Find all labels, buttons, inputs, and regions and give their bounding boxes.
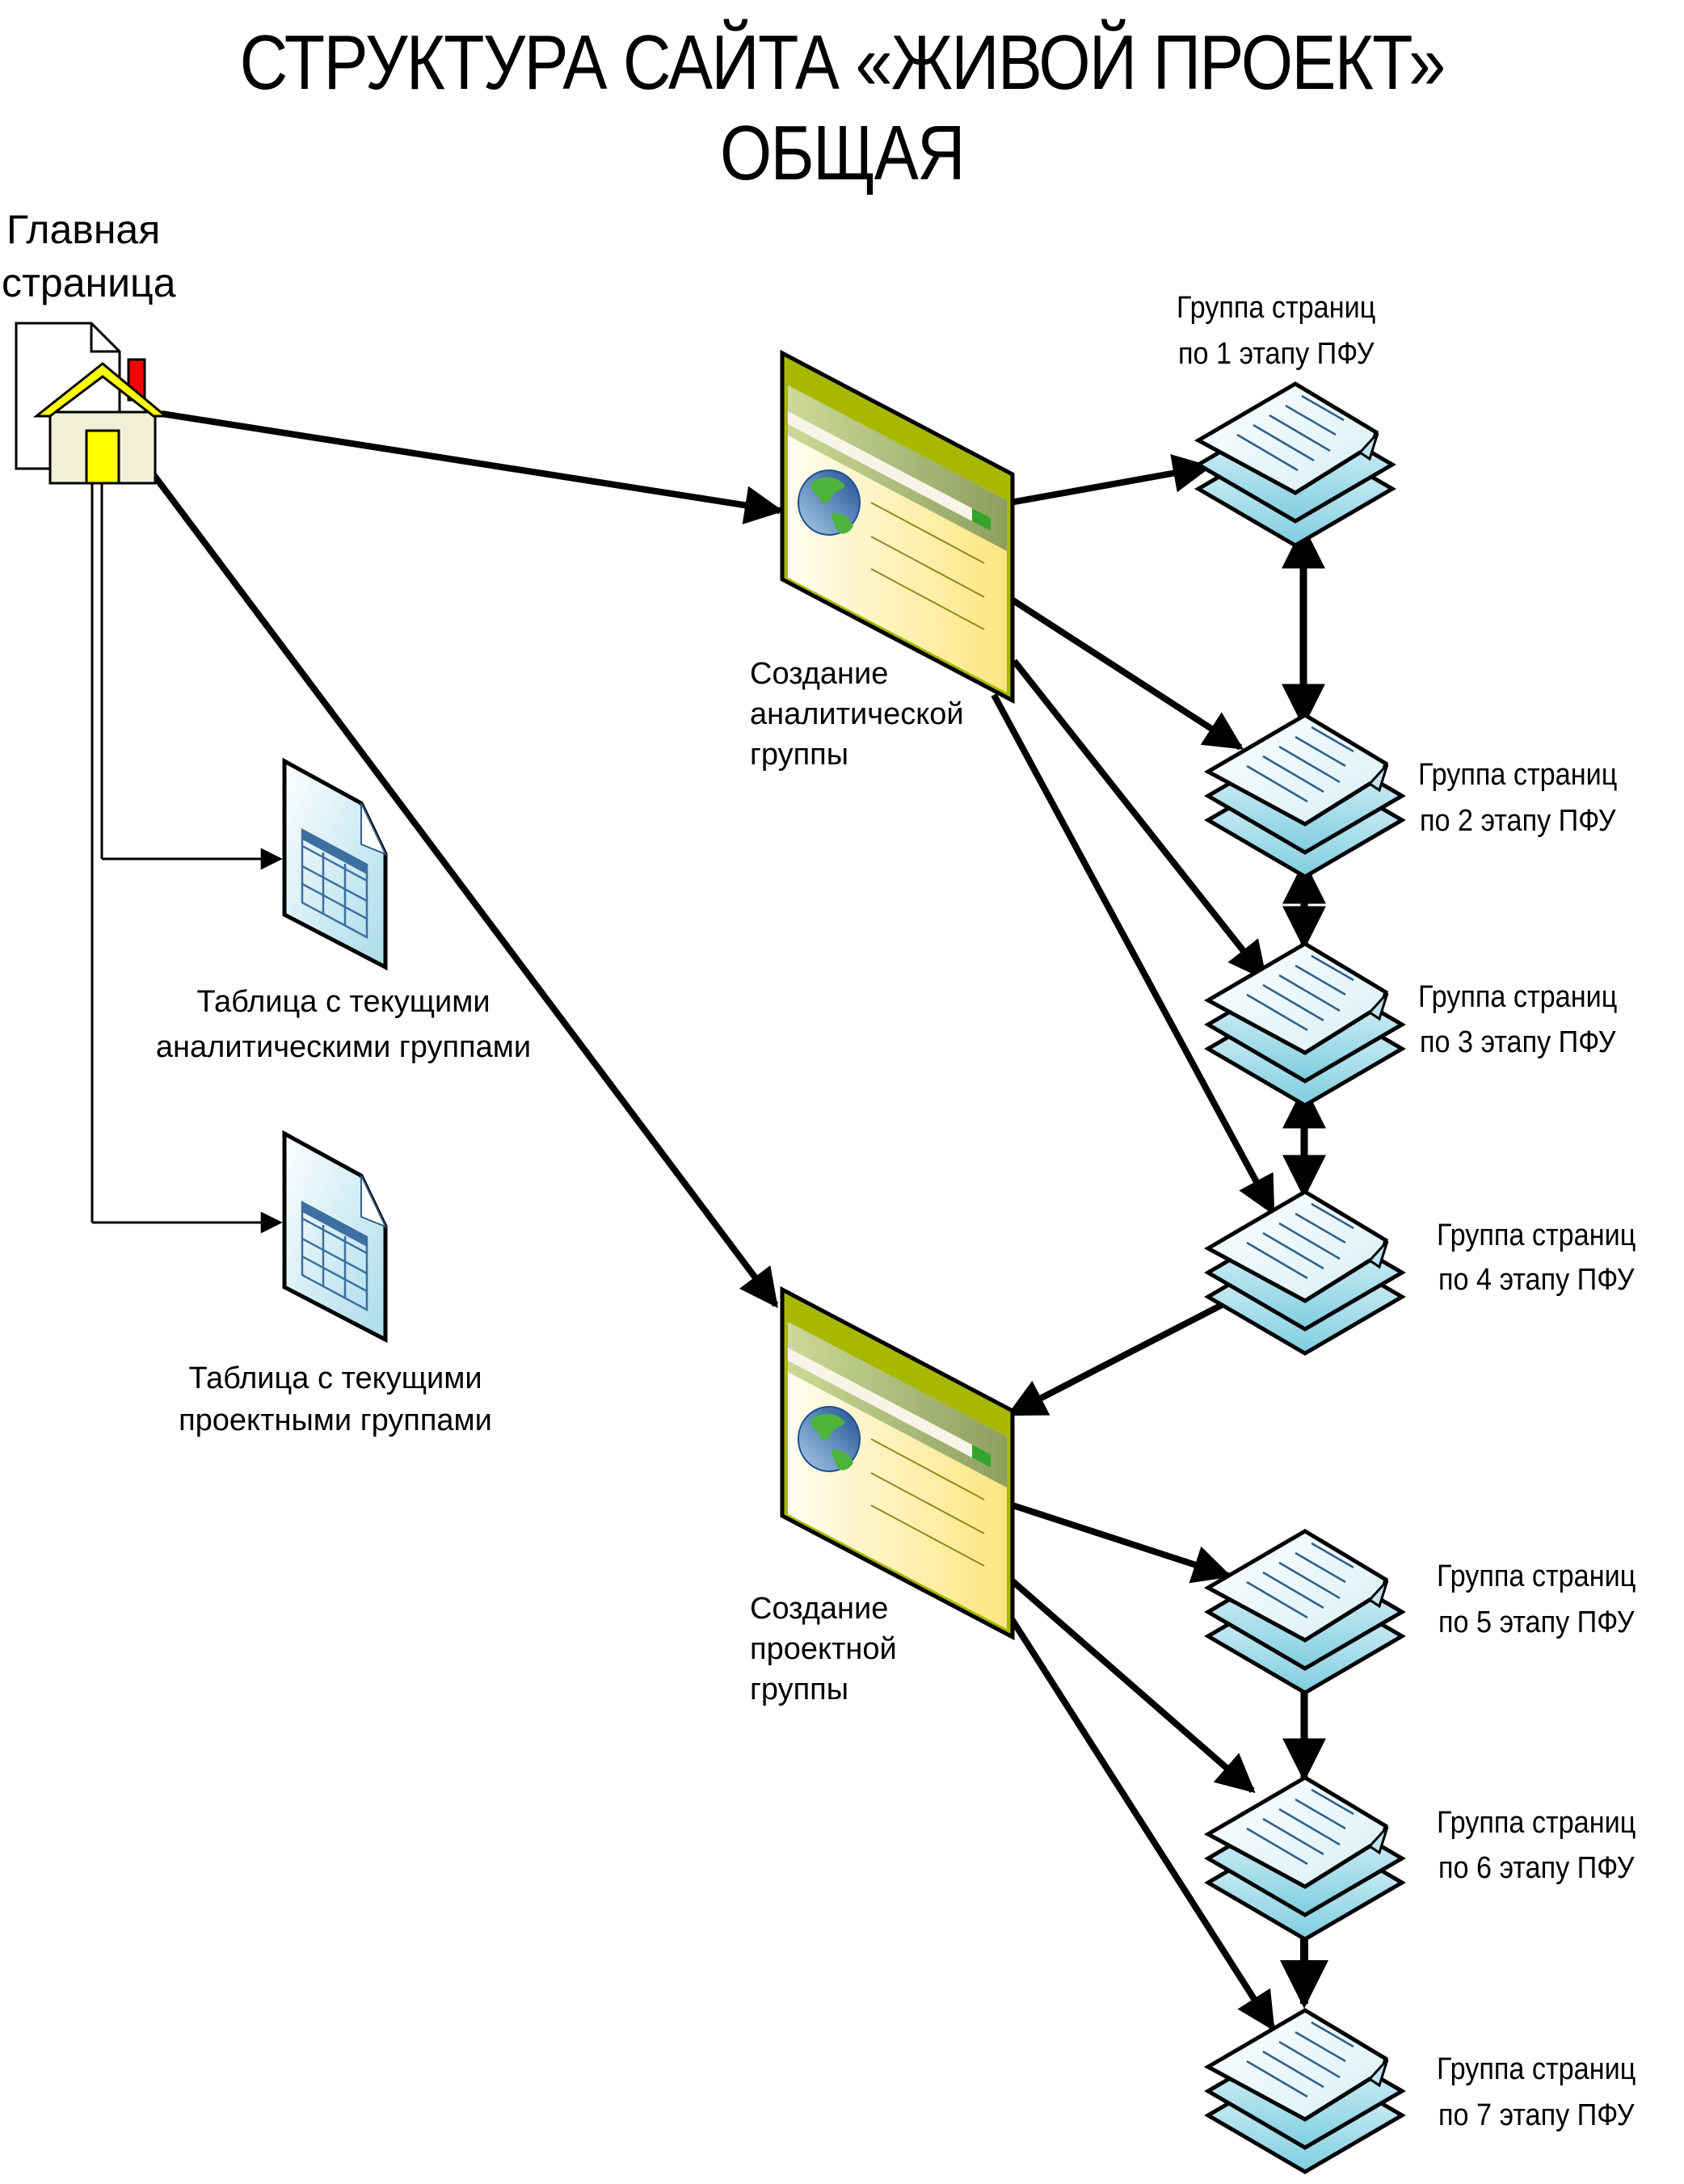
analytic-table-label-line-1: Таблица с текущими (196, 985, 490, 1019)
stage-6-pages-icon[interactable] (1208, 1778, 1402, 1939)
stage-5-label-line-1: Группа страниц (1437, 1559, 1636, 1593)
stage-7-pages-icon[interactable] (1208, 2010, 1402, 2172)
edge-analytic-stage1 (1009, 454, 1212, 506)
analytic-group-label-line-1: Создание (750, 657, 889, 691)
edge-project-stage7 (999, 1601, 1276, 2032)
stage-6-label-line-2: по 6 этапу ПФУ (1438, 1851, 1635, 1885)
house-roof-icon (32, 362, 170, 418)
stage-7-label-line-1: Группа страниц (1437, 2052, 1636, 2086)
project-group-web-page-icon[interactable] (782, 1290, 1013, 1637)
project-group-label-line-2: проектной (750, 1632, 897, 1666)
home-label-line-2: страница (2, 260, 176, 305)
stage-1-label-line-1: Группа страниц (1177, 291, 1376, 325)
stage-1-label-line-2: по 1 этапу ПФУ (1178, 337, 1375, 371)
analytic-group-web-page-icon[interactable] (782, 353, 1013, 701)
analytic-group-label-line-3: группы (750, 738, 849, 772)
stage-4-label-line-2: по 4 этапу ПФУ (1438, 1263, 1635, 1297)
home-page-icon[interactable] (15, 322, 170, 485)
stage-4-label-line-1: Группа страниц (1437, 1218, 1636, 1252)
house-door-icon (85, 429, 120, 485)
stage-2-label-line-1: Группа страниц (1418, 758, 1618, 792)
stage-5-label-line-2: по 5 этапу ПФУ (1438, 1605, 1635, 1639)
title-line-2: ОБЩАЯ (720, 110, 966, 196)
project-table-icon[interactable] (284, 1134, 385, 1340)
project-group-label-line-3: группы (750, 1673, 849, 1706)
home-label-line-1: Главная (6, 207, 161, 252)
title-line-1: СТРУКТУРА САЙТА «ЖИВОЙ ПРОЕКТ» (239, 19, 1446, 106)
analytic-table-label-line-2: аналитическими группами (155, 1030, 532, 1064)
stage-3-label-line-2: по 3 этапу ПФУ (1420, 1025, 1616, 1059)
edge-home-project-group (147, 468, 779, 1308)
stage-6-label-line-1: Группа страниц (1437, 1806, 1636, 1840)
stage-4-pages-icon[interactable] (1208, 1192, 1402, 1353)
stage-2-label-line-2: по 2 этапу ПФУ (1420, 804, 1616, 838)
edge-home-analytic-group (161, 410, 784, 525)
edge-analytic-stage2 (1009, 596, 1244, 751)
stage-3-pages-icon[interactable] (1208, 944, 1402, 1105)
project-table-label-line-1: Таблица с текущими (188, 1361, 482, 1395)
edge-analytic-stage4 (991, 693, 1276, 1216)
project-group-label-line-1: Создание (750, 1592, 889, 1626)
edge-project-stage6 (1009, 1577, 1256, 1794)
edge-project-stage5 (1008, 1501, 1232, 1584)
project-table-label-line-2: проектными группами (179, 1403, 492, 1437)
stage-5-pages-icon[interactable] (1208, 1531, 1402, 1693)
analytic-group-label-line-2: аналитической (750, 697, 964, 731)
stage-1-pages-icon[interactable] (1198, 384, 1392, 545)
stage-2-pages-icon[interactable] (1208, 715, 1402, 877)
analytic-table-icon[interactable] (284, 761, 385, 967)
edge-stage4-project-group (1006, 1299, 1228, 1417)
edge-analytic-stage3 (1011, 659, 1268, 981)
stage-3-label-line-1: Группа страниц (1418, 980, 1618, 1014)
stage-7-label-line-2: по 7 этапу ПФУ (1438, 2098, 1635, 2132)
